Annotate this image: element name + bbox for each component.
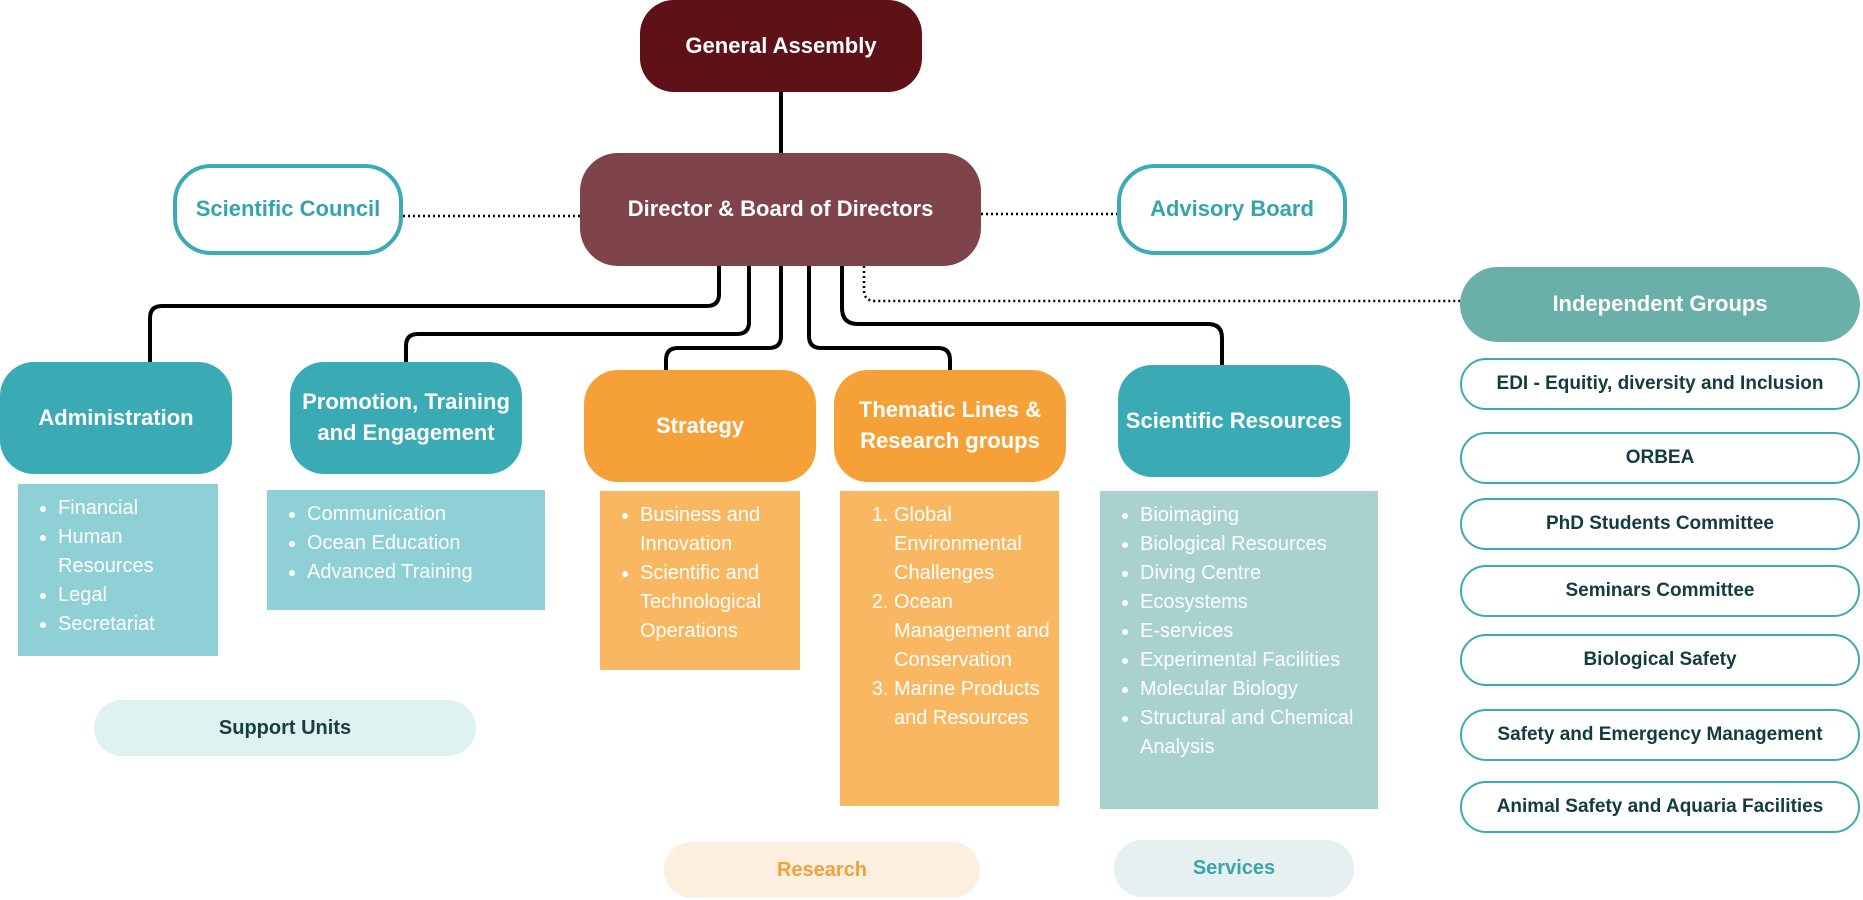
list-item: Marine Products and Resources: [894, 675, 1053, 733]
list-item: Ocean Management and Conservation: [894, 588, 1053, 675]
director-board-label: Director & Board of Directors: [627, 196, 934, 222]
list-item: Ecosystems: [1140, 588, 1372, 617]
independent-groups-label: Independent Groups: [1552, 291, 1768, 317]
independent-group-seminars: Seminars Committee: [1460, 565, 1860, 617]
advisory-board-label: Advisory Board: [1150, 196, 1314, 222]
list-item: Business and Innovation: [640, 501, 794, 559]
administration-label: Administration: [38, 404, 194, 430]
dotted-independent: [862, 266, 1460, 303]
scientific-resources-list: Bioimaging Biological Resources Diving C…: [1100, 491, 1378, 809]
list-item: Diving Centre: [1140, 559, 1372, 588]
list-item: Legal: [58, 581, 212, 610]
connector-promo: [404, 264, 751, 364]
connector-thematic: [807, 264, 952, 372]
scientific-council-label: Scientific Council: [195, 196, 381, 222]
independent-groups-box: Independent Groups: [1460, 267, 1860, 342]
list-item: E-services: [1140, 617, 1372, 646]
connector-strategy: [664, 264, 783, 372]
promotion-label: Promotion, Training and Engagement: [302, 389, 510, 445]
independent-group-biological-safety: Biological Safety: [1460, 634, 1860, 686]
list-item: Biological Resources: [1140, 530, 1372, 559]
connector-admin: [148, 264, 721, 364]
list-item: Ocean Education: [307, 529, 539, 558]
administration-box: Administration: [0, 362, 232, 474]
connector-sciress: [840, 264, 1224, 367]
list-item: Structural and Chemical Analysis: [1140, 704, 1372, 762]
list-item: Global Environmental Challenges: [894, 501, 1053, 588]
thematic-lines-list: Global Environmental Challenges Ocean Ma…: [840, 491, 1059, 806]
thematic-lines-label: Thematic Lines & Research groups: [858, 397, 1042, 453]
general-assembly-box: General Assembly: [640, 0, 922, 92]
independent-group-safety-emergency: Safety and Emergency Management: [1460, 709, 1860, 761]
list-item: Advanced Training: [307, 558, 539, 587]
scientific-resources-box: Scientific Resources: [1118, 365, 1350, 477]
advisory-board-box: Advisory Board: [1117, 164, 1347, 255]
research-label: Research: [664, 842, 980, 898]
list-item: Experimental Facilities: [1140, 646, 1372, 675]
list-item: Financial: [58, 494, 212, 523]
list-item: Molecular Biology: [1140, 675, 1372, 704]
general-assembly-label: General Assembly: [685, 32, 877, 58]
list-item: Secretariat: [58, 610, 212, 639]
promotion-box: Promotion, Training and Engagement: [290, 362, 522, 474]
independent-group-edi: EDI - Equitiy, diversity and Inclusion: [1460, 358, 1860, 410]
strategy-label: Strategy: [655, 412, 745, 438]
thematic-lines-box: Thematic Lines & Research groups: [834, 370, 1066, 482]
independent-group-orbea: ORBEA: [1460, 432, 1860, 484]
list-item: Communication: [307, 500, 539, 529]
list-item: Scientific and Technological Operations: [640, 559, 794, 646]
strategy-box: Strategy: [584, 370, 816, 482]
support-units-label: Support Units: [94, 700, 476, 756]
list-item: Human Resources: [58, 523, 212, 581]
services-label: Services: [1114, 840, 1354, 897]
list-item: Bioimaging: [1140, 501, 1372, 530]
independent-group-phd-committee: PhD Students Committee: [1460, 498, 1860, 550]
strategy-list: Business and Innovation Scientific and T…: [600, 491, 800, 670]
promotion-list: Communication Ocean Education Advanced T…: [267, 490, 545, 610]
independent-group-animal-safety: Animal Safety and Aquaria Facilities: [1460, 781, 1860, 833]
scientific-council-box: Scientific Council: [173, 164, 403, 255]
director-board-box: Director & Board of Directors: [580, 153, 981, 266]
scientific-resources-label: Scientific Resources: [1125, 407, 1343, 433]
administration-list: Financial Human Resources Legal Secretar…: [18, 484, 218, 656]
